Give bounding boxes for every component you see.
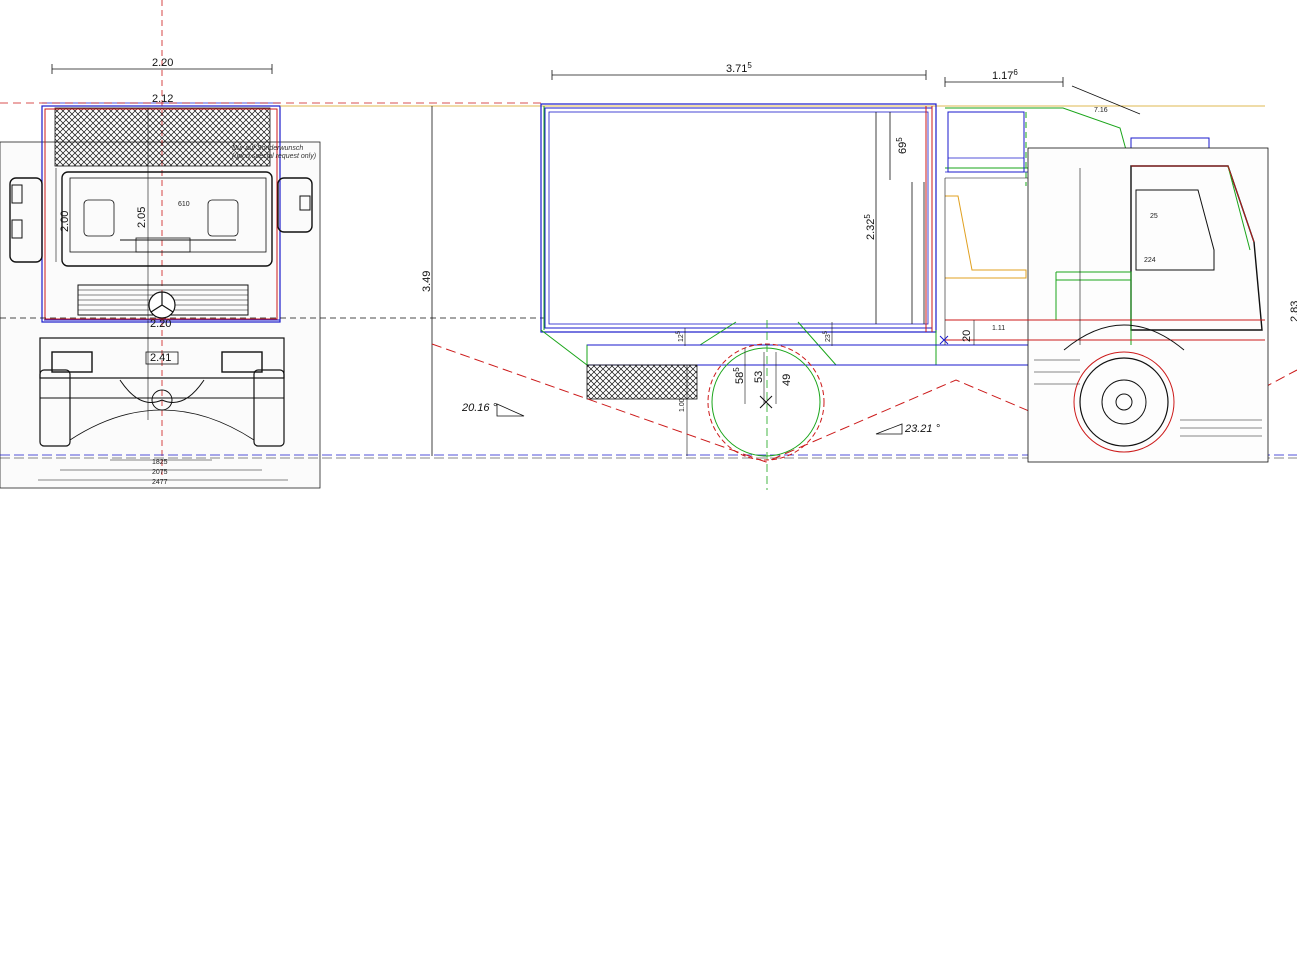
overall-height-dim: 3.49 — [421, 106, 433, 456]
seat-spacing-label: 610 — [178, 201, 190, 208]
overall-height-label: 3.49 — [421, 271, 433, 292]
wheel-radius-outer-label: 585 — [732, 367, 746, 384]
departure-angle-label: 20.16 ° — [461, 402, 498, 414]
overhang-label: 1.11 — [992, 325, 1005, 332]
side-box: 3.715 2.325 695 125 235 1.00 — [540, 61, 1265, 456]
axle-width-label: 2.41 — [150, 352, 171, 364]
rear-wheel: 585 53 49 — [707, 320, 825, 490]
approach-angle-label: 23.21 ° — [904, 423, 941, 435]
frame-width-label: 2.20 — [150, 318, 171, 330]
sill-label: 20 — [961, 330, 973, 342]
cab-side: 1.176 7.16 26 25 224 20 1.11 — [939, 68, 1297, 463]
slope-label: 7.16 — [1094, 107, 1108, 114]
cab-steering-label: 224 — [1144, 257, 1156, 264]
floor-thickness-label: 125 — [676, 330, 685, 342]
front-box-width-label: 2.12 — [152, 93, 173, 105]
track-1-label: 1825 — [152, 459, 168, 466]
alcove-length-label: 1.176 — [992, 68, 1018, 82]
note-line-2: (upon special request only) — [232, 153, 316, 160]
front-overall-width-label: 2.20 — [152, 57, 173, 69]
cab-height-label: 2.00 — [59, 211, 71, 232]
cab-seat-label: 25 — [1150, 213, 1158, 220]
wheel-radius-inner-label: 49 — [781, 374, 793, 386]
track-2-label: 2075 — [152, 469, 168, 476]
front-view: 2.20 2.12 — [0, 0, 321, 489]
cab-height-2-label: 2.05 — [136, 207, 148, 228]
wheel-radius-mid-label: 53 — [753, 371, 765, 383]
box-height-label: 2.325 — [863, 214, 877, 240]
cab-total-height-label: 2.83 — [1289, 301, 1297, 322]
front-alcove-hatch — [54, 107, 271, 167]
tank-hatch — [586, 364, 698, 400]
floor-step-label: 235 — [823, 330, 832, 342]
roof-drop-label: 695 — [895, 137, 909, 154]
tank-height-label: 1.00 — [679, 398, 686, 412]
note-line-1: Nur auf Sonderwunsch — [232, 145, 303, 152]
box-length-label: 3.715 — [726, 61, 752, 75]
track-3-label: 2477 — [152, 479, 168, 486]
